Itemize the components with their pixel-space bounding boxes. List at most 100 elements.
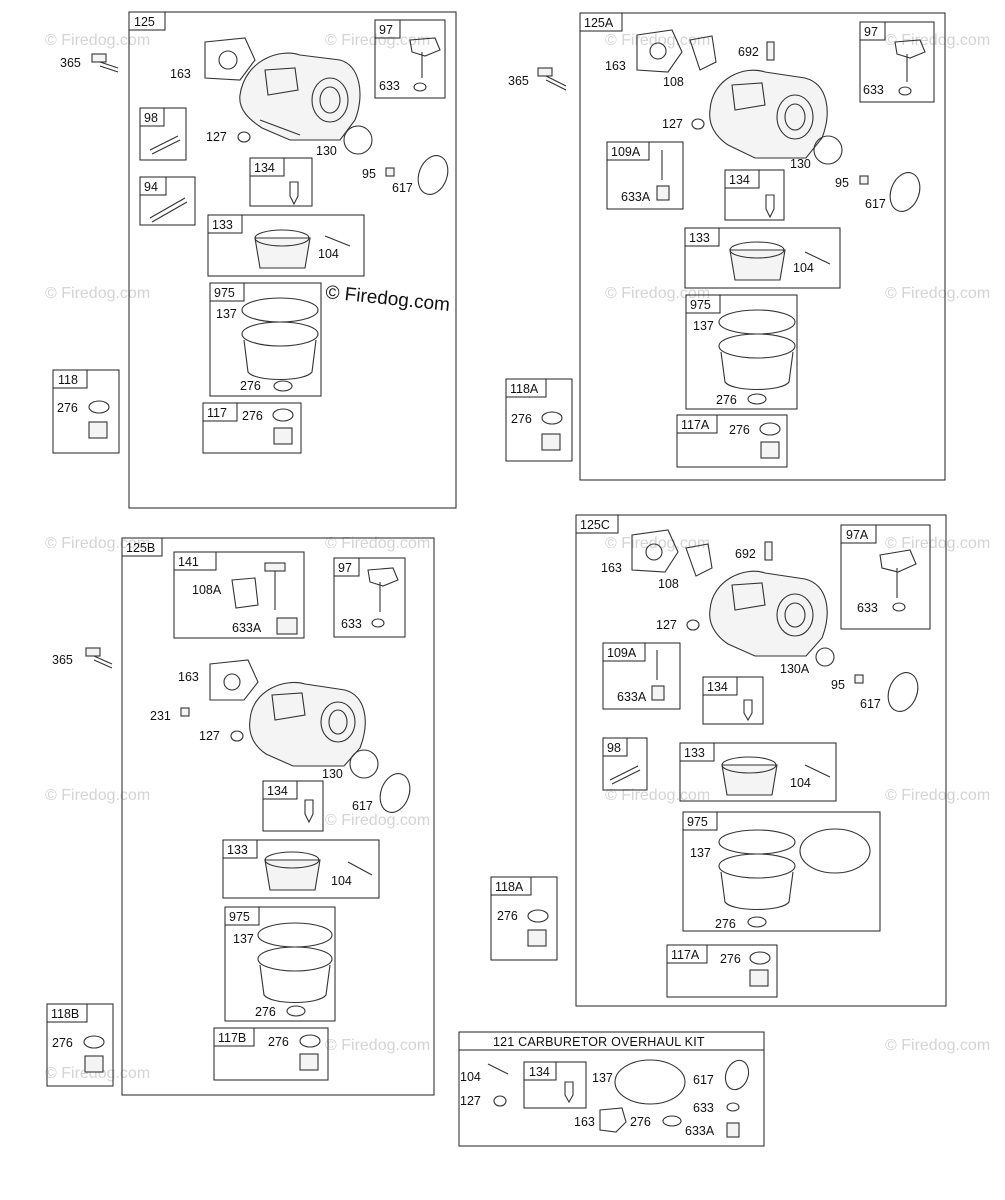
washer-part bbox=[299, 1034, 321, 1048]
o-ring-part bbox=[887, 672, 919, 712]
welch-plug-part bbox=[691, 118, 705, 130]
seal-part bbox=[898, 86, 912, 96]
float-part bbox=[254, 229, 311, 269]
part-label: 276 bbox=[720, 952, 741, 966]
seal-part bbox=[892, 602, 906, 612]
watermark: © Firedog.com bbox=[605, 535, 710, 552]
bushing-part bbox=[726, 1122, 740, 1138]
choke-lever-part bbox=[367, 567, 399, 587]
sub-id: 133 bbox=[227, 843, 248, 857]
carburetor-body-part bbox=[709, 570, 828, 657]
sub-tag bbox=[262, 780, 298, 800]
part-label: 137 bbox=[233, 932, 254, 946]
sub-id: 133 bbox=[684, 746, 705, 760]
bowl-gasket-part bbox=[799, 828, 871, 874]
part-label: 231 bbox=[150, 709, 171, 723]
panel-id: 125 bbox=[134, 15, 155, 29]
sub-box bbox=[213, 1027, 329, 1081]
panel-121-overhaul-kit: 121 CARBURETOR OVERHAUL KIT 104 134 137 … bbox=[458, 1031, 765, 1147]
sub-id: 975 bbox=[214, 286, 235, 300]
throttle-shaft-part bbox=[264, 562, 286, 610]
gasket-part bbox=[209, 659, 259, 701]
part-label: 104 bbox=[793, 261, 814, 275]
sub-box bbox=[682, 811, 881, 932]
part-label: 108 bbox=[658, 577, 679, 591]
carburetor-body-part bbox=[249, 682, 366, 767]
bowl-nut-part bbox=[760, 441, 780, 459]
bowl-nut-part bbox=[88, 421, 108, 439]
sub-tag bbox=[46, 1003, 88, 1023]
float-pin-part bbox=[324, 235, 351, 247]
watermark: © Firedog.com bbox=[325, 32, 430, 49]
panel-frame bbox=[575, 514, 947, 1007]
sub-tag bbox=[222, 839, 258, 859]
welch-plug-part bbox=[493, 1095, 507, 1107]
needle-part bbox=[765, 194, 775, 219]
float-bowl-part bbox=[257, 922, 333, 1003]
sub-box bbox=[139, 176, 196, 226]
sub-id: 133 bbox=[212, 218, 233, 232]
part-label: 127 bbox=[460, 1094, 481, 1108]
part-label: 633 bbox=[379, 79, 400, 93]
part-label: 276 bbox=[255, 1005, 276, 1019]
sub-box bbox=[685, 294, 798, 410]
sub-tag bbox=[207, 214, 243, 234]
part-label: 633 bbox=[341, 617, 362, 631]
gasket-hole bbox=[645, 543, 663, 561]
washer-part bbox=[527, 909, 549, 923]
sub-id: 134 bbox=[254, 161, 275, 175]
part-label: 633 bbox=[857, 601, 878, 615]
part-label: 276 bbox=[242, 409, 263, 423]
gasket-hole bbox=[649, 42, 667, 60]
panel-125c: 125C 163 108 692 97A 633 127 109A 633A 1… bbox=[490, 514, 947, 1007]
panel-125b: 125B 141 108A 633A 97 633 365 163 bbox=[46, 537, 435, 1096]
bushing-part bbox=[651, 685, 665, 701]
sub-tag bbox=[602, 642, 646, 662]
part-label: 633 bbox=[863, 83, 884, 97]
panel-125a: 125A 365 163 108 692 97 633 127 bbox=[505, 12, 946, 481]
bushing-part bbox=[656, 185, 670, 201]
needle-part bbox=[289, 181, 299, 206]
sub-tag bbox=[52, 369, 88, 389]
screw-part bbox=[859, 175, 869, 185]
part-label: 365 bbox=[52, 653, 73, 667]
screw-part bbox=[537, 67, 567, 91]
part-label: 365 bbox=[60, 56, 81, 70]
panel-tag bbox=[128, 11, 166, 31]
washer-part bbox=[88, 400, 110, 414]
sub-id: 109A bbox=[607, 646, 637, 660]
sub-id: 117 bbox=[207, 406, 227, 420]
watermark: © Firedog.com bbox=[885, 787, 990, 804]
sub-tag bbox=[685, 294, 721, 314]
gasket-hole bbox=[218, 50, 238, 70]
part-label: 127 bbox=[662, 117, 683, 131]
plate-part bbox=[685, 543, 713, 577]
sub-box bbox=[333, 557, 406, 638]
washer-part bbox=[273, 380, 293, 392]
washer-part bbox=[83, 1035, 105, 1049]
part-label: 617 bbox=[860, 697, 881, 711]
panel-tag bbox=[121, 537, 163, 557]
float-bowl-part bbox=[718, 309, 796, 390]
watermark: © Firedog.com bbox=[885, 1037, 990, 1054]
float-pin-part bbox=[347, 861, 373, 876]
needle-part bbox=[743, 699, 753, 722]
part-label: 617 bbox=[693, 1073, 714, 1087]
o-ring-part bbox=[379, 773, 411, 813]
gasket-part bbox=[204, 37, 256, 81]
washer-part bbox=[759, 422, 781, 436]
watermark: © Firedog.com bbox=[325, 812, 430, 829]
part-label: 617 bbox=[352, 799, 373, 813]
sub-tag bbox=[684, 227, 720, 247]
sub-id: 141 bbox=[178, 555, 199, 569]
spring-part bbox=[766, 41, 775, 61]
gasket-part bbox=[636, 29, 683, 73]
sub-id: 975 bbox=[690, 298, 711, 312]
part-label: 163 bbox=[170, 67, 191, 81]
sub-tag bbox=[209, 282, 245, 302]
panel-frame bbox=[121, 537, 435, 1096]
part-label: 104 bbox=[318, 247, 339, 261]
sub-tag bbox=[666, 944, 708, 964]
sub-tag bbox=[702, 676, 738, 696]
